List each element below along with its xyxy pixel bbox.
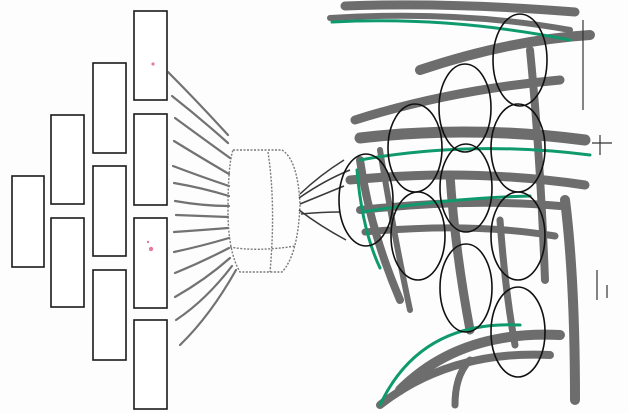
box-col3-row1 [93, 63, 126, 153]
box-col1-row1 [12, 176, 44, 267]
pink-dot-2 [149, 247, 153, 251]
box-col2-row2 [51, 218, 84, 307]
box-col4-row3 [134, 218, 167, 308]
box-col3-row3 [93, 270, 126, 360]
box-col4-row2 [134, 114, 167, 205]
pink-dot-1 [151, 62, 154, 65]
box-col3-row2 [93, 166, 126, 256]
pink-dot-3 [147, 241, 149, 243]
box-col4-row1 [134, 11, 167, 100]
box-col4-row4 [134, 320, 167, 409]
box-col2-row1 [51, 115, 84, 204]
